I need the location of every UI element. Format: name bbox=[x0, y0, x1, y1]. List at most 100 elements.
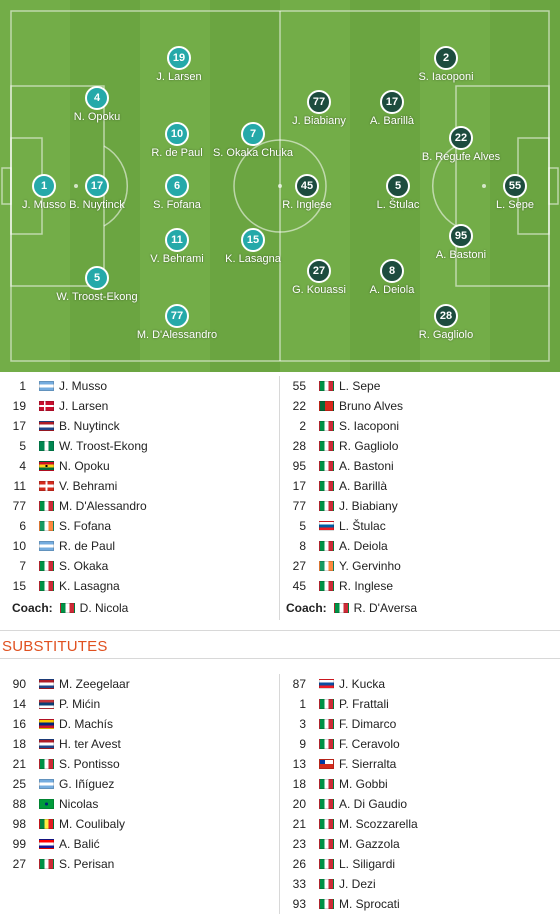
shirt-number: 1 bbox=[299, 697, 306, 711]
player-name-link[interactable]: S. Pontisso bbox=[59, 757, 120, 771]
player-name-link[interactable]: J. Biabiany bbox=[339, 499, 398, 513]
player-row: 20 A. Di Gaudio bbox=[280, 794, 560, 814]
shirt-number: 77 bbox=[307, 90, 331, 114]
player-name-link[interactable]: M. D'Alessandro bbox=[59, 499, 147, 513]
player-name-link[interactable]: A. Balić bbox=[59, 837, 100, 851]
shirt-number: 6 bbox=[165, 174, 189, 198]
player-name-link[interactable]: A. Deiola bbox=[339, 539, 388, 553]
player-name-link[interactable]: B. Nuytinck bbox=[59, 419, 120, 433]
shirt-number: 5 bbox=[85, 266, 109, 290]
shirt-number: 18 bbox=[292, 777, 306, 791]
shirt-number: 7 bbox=[19, 559, 26, 573]
shirt-number: 45 bbox=[292, 579, 306, 593]
italy-flag-icon bbox=[39, 501, 54, 511]
player-name-link[interactable]: Y. Gervinho bbox=[339, 559, 401, 573]
player-name-link[interactable]: R. Gagliolo bbox=[339, 439, 399, 453]
player-name-link[interactable]: F. Ceravolo bbox=[339, 737, 400, 751]
player-name-link[interactable]: W. Troost-Ekong bbox=[59, 439, 148, 453]
player-name-link[interactable]: S. Perisan bbox=[59, 857, 115, 871]
croatia-flag-icon bbox=[39, 839, 54, 849]
player-name-link[interactable]: J. Musso bbox=[59, 379, 108, 393]
player-name-link[interactable]: P. Frattali bbox=[339, 697, 389, 711]
player-name-link[interactable]: A. Di Gaudio bbox=[339, 797, 408, 811]
player-name-link[interactable]: R. Inglese bbox=[339, 579, 394, 593]
player-name-link[interactable]: M. Scozzarella bbox=[339, 817, 418, 831]
shirt-number: 45 bbox=[295, 174, 319, 198]
player-name-link[interactable]: G. Iñíguez bbox=[59, 777, 115, 791]
player-name-link[interactable]: N. Opoku bbox=[59, 459, 110, 473]
player-name-link[interactable]: M. Gazzola bbox=[339, 837, 400, 851]
shirt-number: 4 bbox=[85, 86, 109, 110]
shirt-number: 17 bbox=[12, 419, 26, 433]
coach-name[interactable]: R. D'Aversa bbox=[353, 601, 418, 615]
italy-flag-icon bbox=[319, 699, 334, 709]
player-name-link[interactable]: J. Kucka bbox=[339, 677, 386, 691]
player-name-link[interactable]: D. Machís bbox=[59, 717, 114, 731]
player-name-link[interactable]: F. Sierralta bbox=[339, 757, 397, 771]
divider bbox=[0, 658, 560, 659]
player-name-link[interactable]: R. de Paul bbox=[59, 539, 116, 553]
player-name: A. Bastoni bbox=[435, 249, 487, 261]
player-name-link[interactable]: Bruno Alves bbox=[339, 399, 404, 413]
shirt-number: 20 bbox=[292, 797, 306, 811]
player-name-link[interactable]: M. Sprocati bbox=[339, 897, 400, 911]
italy-flag-icon bbox=[319, 541, 334, 551]
player-name-link[interactable]: M. Zeegelaar bbox=[59, 677, 130, 691]
player-name-link[interactable]: F. Dimarco bbox=[339, 717, 397, 731]
player-name-link[interactable]: S. Okaka bbox=[59, 559, 109, 573]
player-name-link[interactable]: A. Bastoni bbox=[339, 459, 394, 473]
shirt-number: 23 bbox=[292, 837, 306, 851]
player-name-link[interactable]: P. Mićin bbox=[59, 697, 101, 711]
player-name-link[interactable]: M. Coulibaly bbox=[59, 817, 126, 831]
player-name-link[interactable]: L. Štulac bbox=[339, 519, 386, 533]
player-name-link[interactable]: J. Larsen bbox=[59, 399, 109, 413]
player-name-link[interactable]: S. Fofana bbox=[59, 519, 112, 533]
player-name-link[interactable]: Nicolas bbox=[59, 797, 99, 811]
player-name-link[interactable]: A. Barillà bbox=[339, 479, 388, 493]
player-name-link[interactable]: K. Lasagna bbox=[59, 579, 120, 593]
player-name-link[interactable]: J. Dezi bbox=[339, 877, 376, 891]
player-name-link[interactable]: L. Siligardi bbox=[339, 857, 396, 871]
player-name-link[interactable]: L. Sepe bbox=[339, 379, 381, 393]
coach-name[interactable]: D. Nicola bbox=[79, 601, 129, 615]
shirt-number: 77 bbox=[165, 304, 189, 328]
player-name-link[interactable]: M. Gobbi bbox=[339, 777, 388, 791]
shirt-number: 26 bbox=[292, 857, 306, 871]
player-name-link[interactable]: V. Behrami bbox=[59, 479, 118, 493]
player-name-link[interactable]: S. Iacoponi bbox=[339, 419, 400, 433]
shirt-number: 5 bbox=[19, 439, 26, 453]
player-name-link[interactable]: H. ter Avest bbox=[59, 737, 121, 751]
italy-flag-icon bbox=[319, 739, 334, 749]
